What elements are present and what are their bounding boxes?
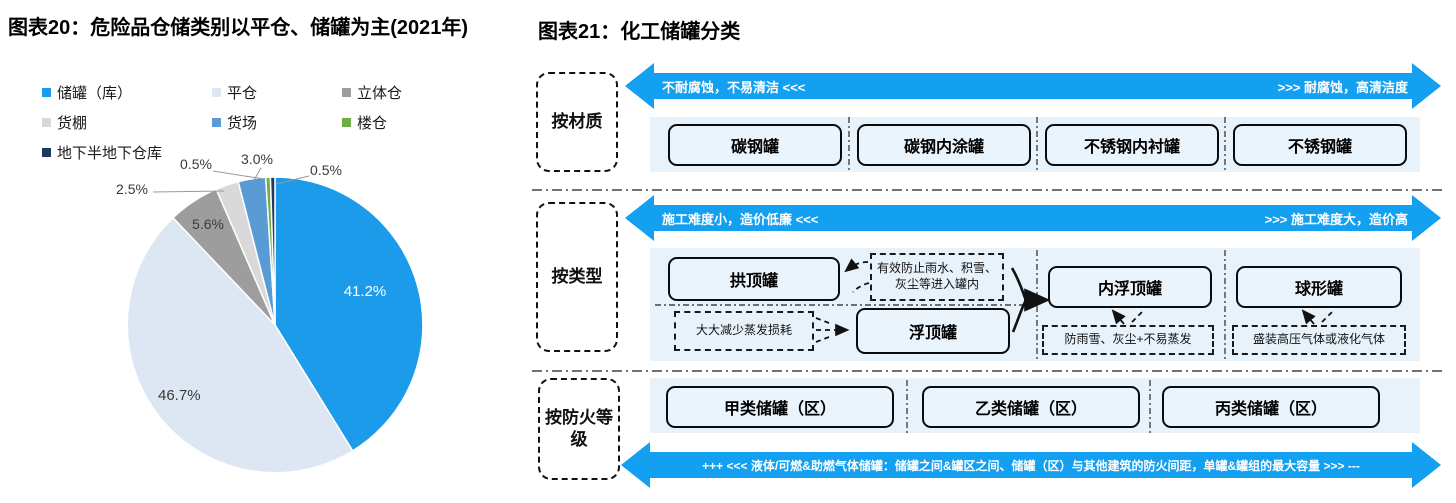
tank-box-class-c: 丙类储罐（区） bbox=[1162, 386, 1380, 428]
dashed-arrow-icon bbox=[1111, 309, 1126, 325]
legend-swatch bbox=[342, 88, 351, 97]
tank-box-stainless-steel: 不锈钢罐 bbox=[1233, 124, 1407, 166]
legend-item: 地下半地下仓库 bbox=[42, 142, 212, 163]
diagram-connectors bbox=[532, 117, 1446, 433]
label-leader-line bbox=[275, 175, 310, 185]
annotation-box-dome-roof: 有效防止雨水、积雪、灰尘等进入罐内 bbox=[870, 253, 1004, 301]
dashed-arrow-icon bbox=[1301, 309, 1316, 325]
legend-swatch bbox=[212, 118, 221, 127]
label-leader-line bbox=[152, 190, 225, 193]
tank-box-carbon-steel: 碳钢罐 bbox=[668, 124, 842, 166]
tank-box-floating-roof: 浮顶罐 bbox=[856, 308, 1010, 354]
tank-box-spherical: 球形罐 bbox=[1236, 266, 1402, 308]
pie-chart: 41.2% 46.7% 5.6% 2.5% 3.0% 0.5% 0.5% bbox=[116, 151, 424, 474]
chart20-title: 图表20：危险品仓储类别以平仓、储罐为主(2021年) bbox=[8, 17, 469, 39]
legend-item: 平仓 bbox=[212, 82, 342, 103]
arrow-fire-spacing-text: +++ <<< 液体/可燃&助燃气体储罐：储罐之间&罐区之间、储罐（区）与其他建… bbox=[702, 458, 1360, 473]
dashed-connector bbox=[815, 336, 830, 343]
arrow-type: 施工难度小，造价低廉 <<< >>> 施工难度大，造价高 bbox=[625, 195, 1441, 241]
annotation-box-evaporation: 大大减少蒸发损耗 bbox=[674, 311, 814, 351]
arrow-material: 不耐腐蚀，不易清洁 <<< >>> 耐腐蚀，高清洁度 bbox=[625, 63, 1441, 109]
legend-item: 货场 bbox=[212, 112, 342, 133]
arrow-type-left-text: 施工难度小，造价低廉 <<< bbox=[662, 211, 819, 227]
legend-swatch bbox=[342, 118, 351, 127]
pie-label: 2.5% bbox=[116, 181, 148, 197]
legend-swatch bbox=[42, 88, 51, 97]
pie-label: 41.2% bbox=[344, 283, 387, 300]
tank-box-internal-floating-roof: 内浮顶罐 bbox=[1048, 266, 1212, 308]
pie-label: 0.5% bbox=[180, 156, 212, 172]
chart21-title: 图表21：化工储罐分类 bbox=[538, 21, 741, 43]
merge-connector bbox=[1010, 267, 1027, 299]
legend-swatch bbox=[42, 148, 51, 157]
pie-slice-0 bbox=[274, 176, 424, 452]
arrow-type-right-text: >>> 施工难度大，造价高 bbox=[1264, 211, 1408, 227]
arrow-fire-spacing: +++ <<< 液体/可燃&助燃气体储罐：储罐之间&罐区之间、储罐（区）与其他建… bbox=[621, 442, 1441, 488]
tank-box-carbon-steel-coated: 碳钢内涂罐 bbox=[857, 124, 1031, 166]
pie-label: 0.5% bbox=[310, 162, 342, 178]
legend-item: 立体仓 bbox=[342, 82, 492, 103]
dashed-connector bbox=[852, 282, 870, 293]
pie-label: 5.6% bbox=[192, 216, 224, 232]
dashed-arrow-icon bbox=[844, 258, 869, 273]
pie-slice-1 bbox=[126, 216, 354, 474]
dashed-connector bbox=[815, 317, 830, 324]
legend-item: 储罐（库） bbox=[42, 82, 212, 103]
tank-box-dome-roof: 拱顶罐 bbox=[668, 257, 840, 301]
dashed-connector bbox=[1131, 311, 1143, 323]
pie-slice-6 bbox=[269, 176, 276, 326]
legend-swatch bbox=[212, 88, 221, 97]
legend-item: 货棚 bbox=[42, 112, 212, 133]
tank-box-class-b: 乙类储罐（区） bbox=[922, 386, 1140, 428]
dashed-connector bbox=[1321, 311, 1333, 323]
arrow-material-right-text: >>> 耐腐蚀，高清洁度 bbox=[1277, 79, 1408, 95]
pie-label: 46.7% bbox=[158, 387, 201, 404]
pie-label: 3.0% bbox=[241, 151, 273, 167]
merge-connector bbox=[1011, 301, 1027, 333]
tank-box-stainless-lined: 不锈钢内衬罐 bbox=[1045, 124, 1219, 166]
legend-item: 楼仓 bbox=[342, 112, 492, 133]
annotation-box-spherical: 盛装高压气体或液化气体 bbox=[1232, 325, 1406, 355]
category-label-material: 按材质 bbox=[536, 72, 618, 172]
annotation-box-internal-floating: 防雨雪、灰尘+不易蒸发 bbox=[1042, 325, 1214, 355]
category-label-fire-rating: 按防火等级 bbox=[538, 378, 620, 480]
label-leader-line bbox=[212, 170, 265, 180]
category-label-type: 按类型 bbox=[536, 202, 618, 352]
arrow-material-left-text: 不耐腐蚀，不易清洁 <<< bbox=[662, 79, 806, 95]
tank-box-class-a: 甲类储罐（区） bbox=[666, 386, 894, 428]
pie-legend: 储罐（库） 平仓 立体仓 货棚 货场 楼仓 地下半地下仓库 bbox=[42, 82, 492, 163]
legend-swatch bbox=[42, 118, 51, 127]
